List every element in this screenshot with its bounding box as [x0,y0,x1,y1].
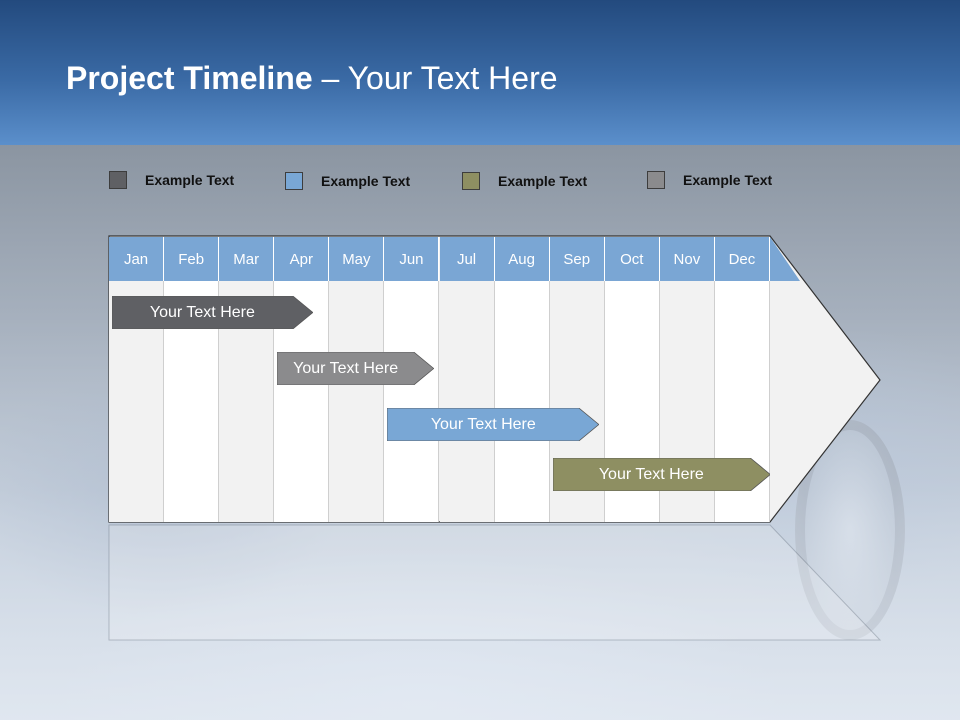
legend-label-3: Example Text [498,173,588,189]
legend-swatch-4 [647,171,665,189]
month-header-apr: Apr [274,237,330,281]
month-column-jul [439,281,495,522]
legend-item-3: Example Text [462,172,587,190]
month-header-sep: Sep [549,237,605,281]
month-header-jan: Jan [109,237,165,281]
month-header-may: May [329,237,385,281]
month-column-aug [494,281,550,522]
month-header-dec: Dec [714,237,770,281]
title-bold: Project Timeline [66,60,313,96]
task-bar-3[interactable]: Your Text Here [387,408,600,441]
timeline-arrow-head-fill [770,237,800,281]
legend-item-2: Example Text [285,172,410,190]
task-label-3: Your Text Here [430,415,536,433]
task-bar-2[interactable]: Your Text Here [277,352,434,385]
title-subtitle: – Your Text Here [312,60,558,96]
legend-item-4: Example Text [647,171,772,189]
legend-label-1: Example Text [145,172,235,188]
month-header-feb: Feb [164,237,220,281]
task-label-4: Your Text Here [598,465,704,483]
page-title: Project Timeline – Your Text Here [66,60,558,97]
legend-swatch-1 [109,171,127,189]
month-header-jul: Jul [439,237,495,281]
legend-swatch-2 [285,172,303,190]
month-column-may [329,281,385,522]
month-header-oct: Oct [604,237,660,281]
month-column-jun [384,281,440,522]
legend-label-2: Example Text [321,173,411,189]
legend-item-1: Example Text [109,171,234,189]
month-header-aug: Aug [494,237,550,281]
legend-swatch-3 [462,172,480,190]
legend-label-4: Example Text [683,172,773,188]
task-label-1: Your Text Here [149,303,255,321]
month-header-nov: Nov [659,237,715,281]
month-header-mar: Mar [219,237,275,281]
task-bar-1[interactable]: Your Text Here [112,296,313,329]
header-band: Project Timeline – Your Text Here [0,0,960,145]
month-header-jun: Jun [384,237,440,281]
timeline-reflection [108,524,882,641]
task-bar-4[interactable]: Your Text Here [552,458,770,491]
task-label-2: Your Text Here [293,359,399,377]
